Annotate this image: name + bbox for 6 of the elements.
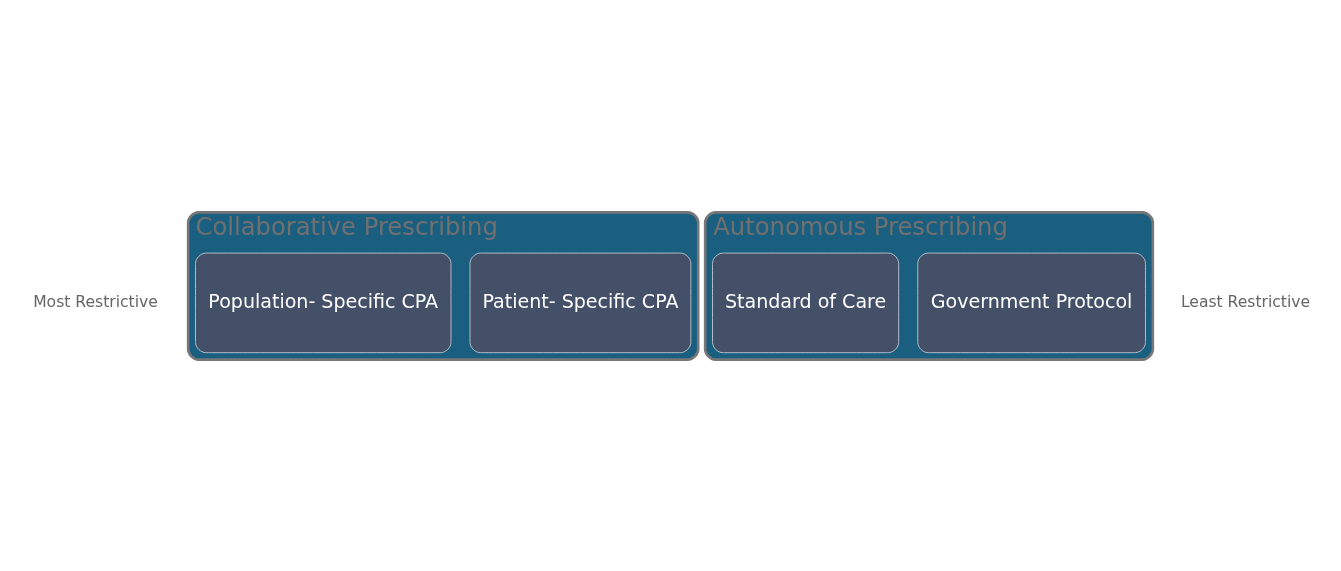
label: Least Restrictive xyxy=(1180,292,1311,311)
node-box: Standard of Care xyxy=(712,252,900,353)
node-box: Population- Specific CPA xyxy=(195,252,452,353)
label: Most Restrictive xyxy=(33,292,158,311)
node-box: Patient- Specific CPA xyxy=(469,252,692,353)
node-box: Government Protocol xyxy=(917,252,1146,353)
